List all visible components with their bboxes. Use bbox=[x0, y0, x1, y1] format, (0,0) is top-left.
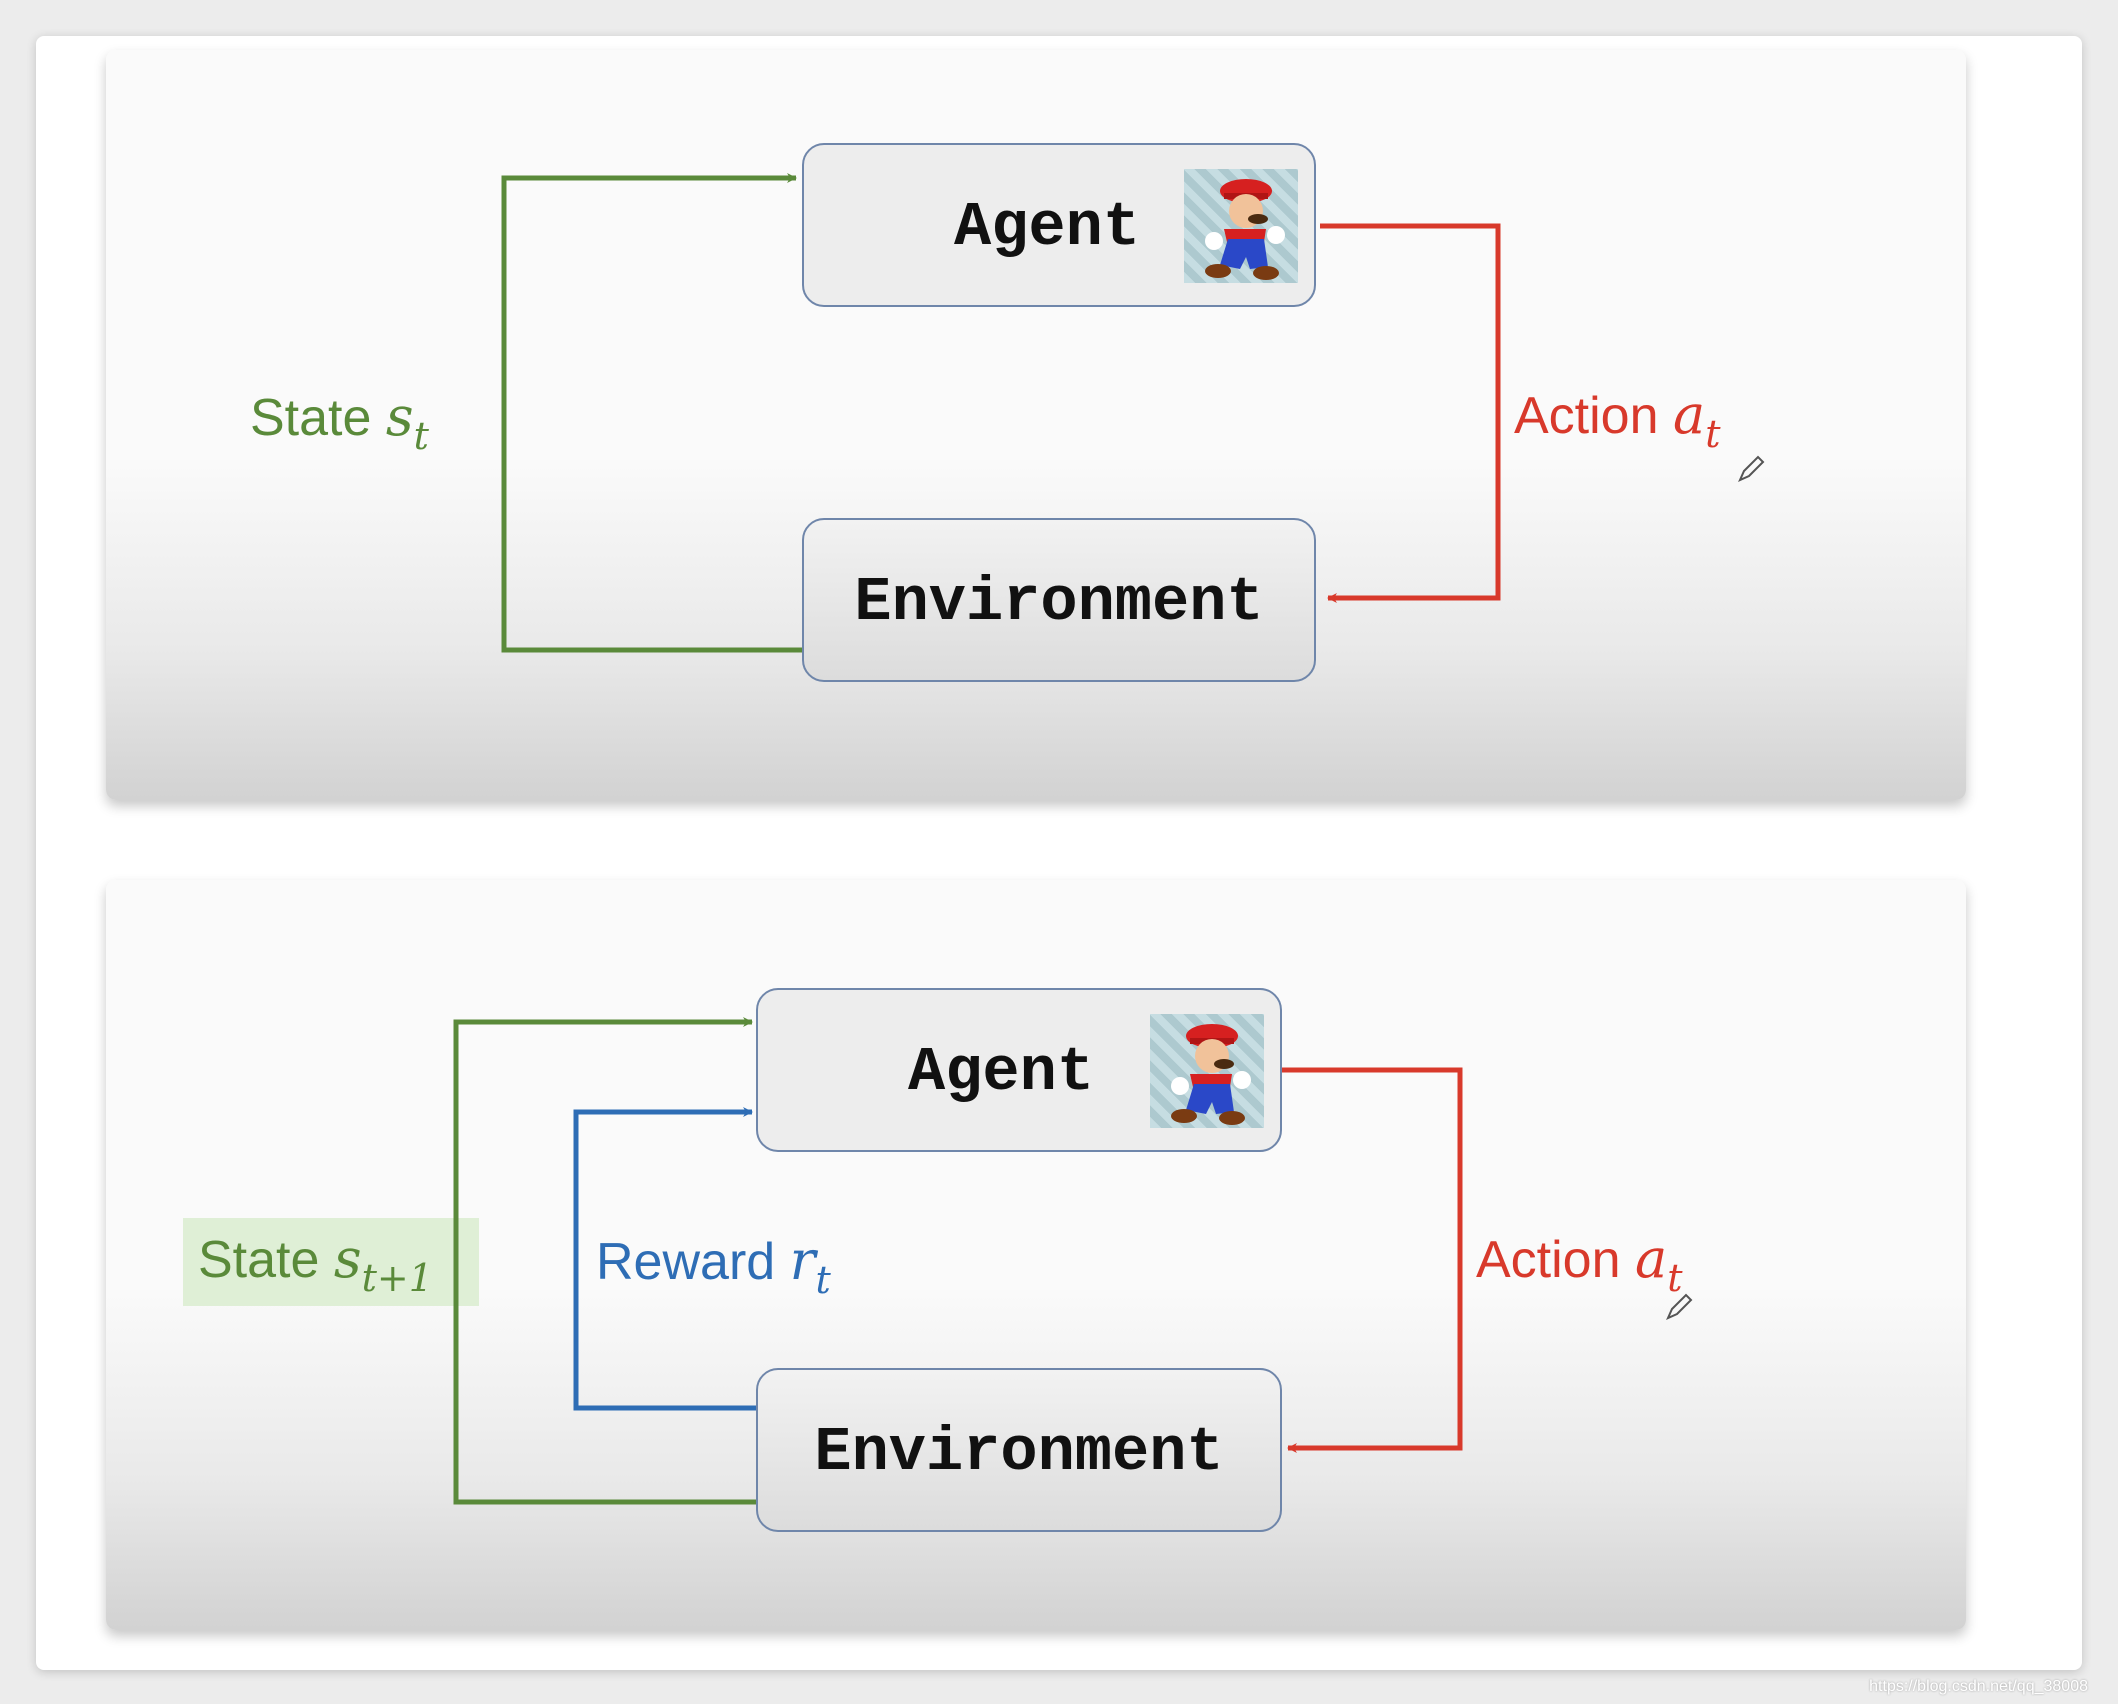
action-label: Action at bbox=[1514, 387, 1720, 454]
arrows-layer bbox=[501, 173, 1501, 653]
state-label: State st bbox=[250, 389, 429, 456]
state-subscript: t+1 bbox=[361, 1256, 433, 1300]
state-arrow bbox=[501, 173, 804, 653]
state-word: State bbox=[198, 1231, 320, 1289]
mario-icon bbox=[1150, 1014, 1264, 1128]
action-arrow bbox=[1280, 1067, 1463, 1453]
environment-box: Environment bbox=[756, 1368, 1282, 1532]
reward-label: Reward rt bbox=[596, 1233, 831, 1300]
environment-box: Environment bbox=[802, 518, 1316, 682]
pen-cursor-icon bbox=[1666, 1293, 1693, 1320]
agent-label: Agent bbox=[954, 192, 1141, 263]
arrows-layer bbox=[453, 1017, 1463, 1505]
action-word: Action bbox=[1476, 1231, 1621, 1289]
reward-word: Reward bbox=[596, 1233, 776, 1291]
action-subscript: t bbox=[1705, 412, 1721, 456]
agent-box: Agent bbox=[802, 143, 1316, 307]
diagram-panel-reward: Agent Environment State st+1 Reward rt bbox=[106, 880, 1966, 1630]
state-word: State bbox=[250, 389, 372, 447]
reward-arrow bbox=[573, 1107, 758, 1411]
state-arrow bbox=[453, 1017, 758, 1505]
agent-box: Agent bbox=[756, 988, 1282, 1152]
environment-label: Environment bbox=[814, 1417, 1224, 1488]
action-subscript: t bbox=[1667, 1256, 1683, 1300]
action-word: Action bbox=[1514, 387, 1659, 445]
reward-subscript: t bbox=[815, 1258, 831, 1302]
state-symbol: s bbox=[385, 385, 414, 448]
reward-symbol: r bbox=[789, 1229, 816, 1292]
state-label: State st+1 bbox=[198, 1231, 433, 1298]
action-arrow bbox=[1320, 223, 1501, 603]
environment-label: Environment bbox=[854, 567, 1264, 638]
diagram-panel-basic: Agent Environment State st Action at bbox=[106, 50, 1966, 800]
action-label: Action at bbox=[1476, 1231, 1682, 1298]
mario-icon bbox=[1184, 169, 1298, 283]
action-symbol: a bbox=[1672, 383, 1706, 446]
watermark: https://blog.csdn.net/qq_38008 bbox=[1869, 1678, 2088, 1695]
state-subscript: t bbox=[413, 414, 429, 458]
pen-cursor-icon bbox=[1738, 455, 1765, 482]
agent-label: Agent bbox=[908, 1037, 1095, 1108]
state-symbol: s bbox=[333, 1227, 362, 1290]
state-highlight bbox=[183, 1218, 479, 1306]
action-symbol: a bbox=[1634, 1227, 1668, 1290]
